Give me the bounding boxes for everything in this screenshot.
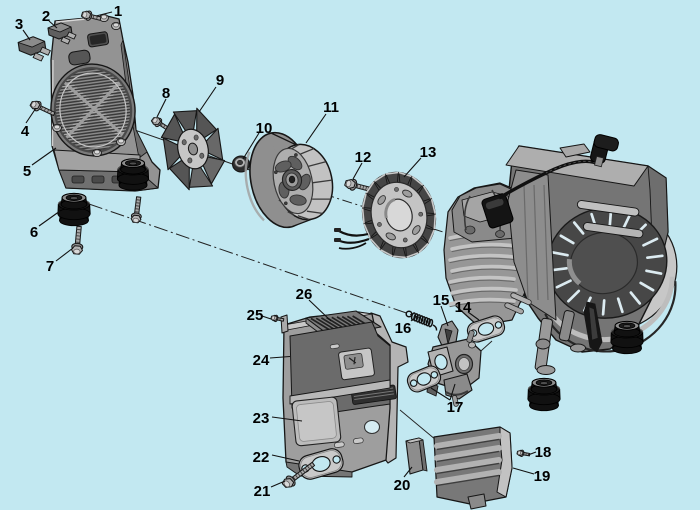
svg-text:2: 2	[42, 8, 50, 25]
svg-text:16: 16	[395, 320, 412, 337]
svg-text:1: 1	[114, 3, 122, 20]
svg-text:11: 11	[323, 99, 339, 116]
svg-text:21: 21	[254, 483, 271, 500]
svg-text:25: 25	[247, 307, 264, 324]
svg-text:12: 12	[355, 149, 372, 166]
svg-text:4: 4	[21, 123, 30, 140]
svg-text:15: 15	[433, 292, 450, 309]
svg-text:22: 22	[253, 449, 270, 466]
svg-text:9: 9	[216, 72, 224, 89]
svg-text:10: 10	[256, 120, 273, 137]
svg-text:13: 13	[420, 144, 437, 161]
svg-text:7: 7	[46, 258, 54, 275]
svg-text:23: 23	[253, 410, 270, 427]
svg-text:19: 19	[534, 468, 551, 485]
svg-text:17: 17	[447, 399, 464, 416]
svg-text:24: 24	[253, 352, 270, 369]
svg-text:20: 20	[394, 477, 411, 494]
svg-text:8: 8	[162, 85, 170, 102]
svg-text:26: 26	[296, 286, 313, 303]
svg-text:6: 6	[30, 224, 38, 241]
svg-text:18: 18	[535, 444, 552, 461]
svg-text:14: 14	[455, 299, 472, 316]
svg-text:5: 5	[23, 163, 31, 180]
svg-text:3: 3	[15, 16, 23, 33]
